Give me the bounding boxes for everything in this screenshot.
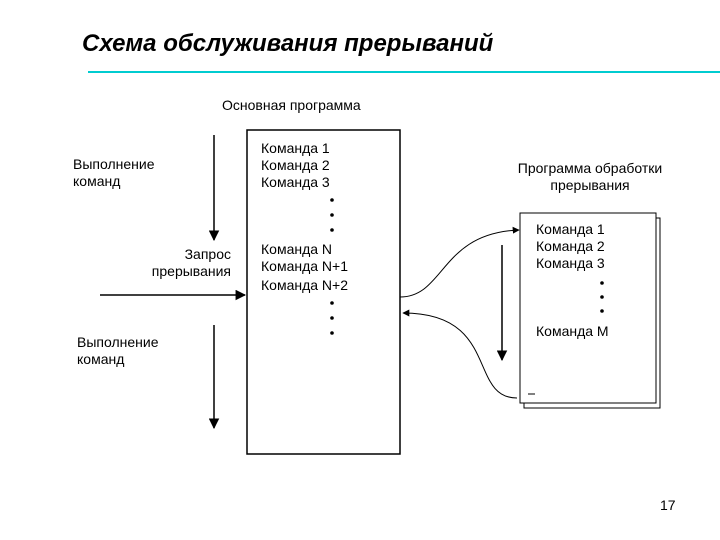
main-command-n: Команда N — [261, 241, 333, 257]
handler-command-1: Команда 1 — [536, 221, 605, 237]
main-program-label: Основная программа — [222, 97, 361, 113]
title-underline — [88, 71, 720, 73]
main-program-box — [246, 129, 401, 455]
exec-label-bottom: Выполнение команд — [77, 334, 159, 367]
main-command-n1: Команда N+1 — [261, 258, 349, 274]
main-command-2: Команда 2 — [261, 157, 330, 173]
handler-ellipsis — [600, 281, 604, 313]
main-command-n2: Команда N+2 — [261, 277, 349, 293]
main-ellipsis-top — [330, 198, 334, 232]
jump-to-handler-arrow — [399, 226, 520, 298]
return-from-handler-arrow — [402, 309, 518, 399]
main-ellipsis-bottom — [330, 301, 334, 335]
exec-label-top: Выполнение команд — [73, 156, 155, 189]
interrupt-request-label: Запрос прерывания — [151, 246, 231, 279]
handler-box — [519, 212, 657, 404]
page-number: 17 — [660, 497, 676, 513]
handler-command-m: Команда M — [536, 323, 609, 339]
handler-command-2: Команда 2 — [536, 238, 605, 254]
handler-label: Программа обработки прерывания — [517, 160, 663, 193]
main-command-3: Команда 3 — [261, 174, 330, 190]
handler-command-3: Команда 3 — [536, 255, 605, 271]
main-command-1: Команда 1 — [261, 140, 330, 156]
slide-title: Схема обслуживания прерываний — [82, 30, 494, 57]
